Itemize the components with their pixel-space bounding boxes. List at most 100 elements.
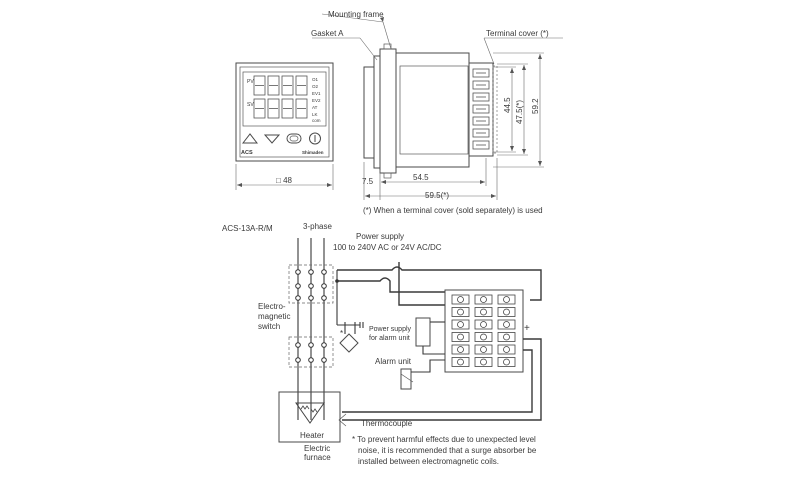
terminal-screw-0-2 (457, 321, 464, 328)
contact-1-1 (308, 283, 314, 289)
terminal-2-3 (497, 332, 516, 342)
terminal-screw-2-4 (503, 346, 510, 353)
thermocouple-wire-minus (342, 349, 533, 413)
mode-key-icon (286, 133, 302, 144)
indicator-ev1: EV1 (312, 91, 321, 96)
mounting-frame-label: Mounting frame (328, 10, 384, 19)
surge-asterisk: * (340, 329, 343, 338)
side-terminal-5 (472, 128, 490, 138)
power-spec-label: 100 to 240V AC or 24V AC/DC (333, 243, 442, 252)
controller-terminal-block (444, 289, 524, 373)
terminal-screw-0-5 (457, 358, 464, 366)
mounting-frame-leader (382, 21, 392, 50)
contact-2-2 (321, 295, 327, 301)
contact-1-2 (308, 295, 314, 301)
depth-label: 54.5 (413, 173, 429, 182)
alarm-power-label-2: for alarm unit (369, 335, 410, 342)
terminal-screw-2-2 (503, 321, 510, 328)
alarm-unit-wire (411, 359, 445, 373)
contact-1-4 (308, 357, 314, 363)
digit-0-0 (253, 75, 266, 96)
digit-0-3 (295, 75, 308, 96)
alarm-unit-label: Alarm unit (375, 357, 412, 366)
note-line-3: installed between electromagnetic coils. (358, 457, 499, 466)
digit-0-2 (281, 75, 294, 96)
terminal-cover-outline (492, 65, 498, 154)
contact-0-0 (295, 269, 301, 275)
terminal-screw-0-0 (457, 296, 464, 303)
terminal-screws-side (472, 68, 490, 150)
terminal-1-5 (474, 357, 493, 367)
gasket-label: Gasket A (311, 29, 344, 38)
terminal-2-4 (497, 344, 516, 355)
side-terminal-1 (472, 80, 490, 90)
terminal-2-0 (497, 294, 516, 305)
furnace-label-1: Electric (304, 444, 330, 453)
total-depth-label: 59.5(*) (425, 191, 449, 200)
contactor-1 (288, 264, 334, 304)
terminal-screw-1-3 (480, 333, 487, 341)
terminal-screw-1-1 (480, 308, 487, 316)
power-junction (335, 279, 339, 283)
indicator-ev2: EV2 (312, 98, 321, 103)
alarm-power-wire (422, 346, 445, 355)
heater-zigzag (300, 405, 318, 413)
furnace-label-2: furnace (304, 453, 331, 462)
contact-0-1 (295, 283, 301, 289)
heater-triangle (295, 402, 325, 424)
indicator-lk: LK (312, 112, 318, 117)
terminal-screw-0-3 (457, 333, 464, 341)
terminal-screw-1-2 (480, 321, 487, 328)
contact-2-1 (321, 283, 327, 289)
contact-2-4 (321, 357, 327, 363)
terminal-0-0 (451, 294, 470, 305)
alarm-power-box (415, 317, 431, 347)
frame-hook-top (383, 43, 392, 50)
digit-1-1 (267, 98, 280, 119)
capacitor-icon (359, 322, 364, 328)
digit-0-1 (267, 75, 280, 96)
three-phase-label: 3-phase (303, 222, 332, 231)
side-terminal-6 (472, 140, 490, 150)
terminal-1-1 (474, 307, 493, 317)
side-view: 54.5 7.5 59.5(*) 44.5 47.5(*) 59.2 Mount… (311, 10, 563, 215)
height-44-5-label: 44.5 (503, 97, 512, 113)
up-arrow-icon (241, 133, 259, 144)
contactor-contacts (295, 269, 327, 363)
mounting-frame-leader-tail (321, 13, 384, 23)
model-label: ACS-13A-R/M (222, 224, 273, 233)
terminal-screw-0-4 (457, 346, 464, 353)
thermocouple-tip (338, 413, 347, 427)
height-47-5-label: 47.5(*) (515, 100, 524, 124)
terminal-0-4 (451, 344, 470, 355)
side-bezel (363, 66, 375, 159)
gasket-a (373, 55, 381, 169)
terminal-screw-2-5 (503, 358, 510, 366)
terminal-screw-1-0 (480, 296, 487, 303)
side-terminal-0 (472, 68, 490, 78)
bezel-depth-label: 7.5 (362, 177, 374, 186)
power-wire-mid (337, 277, 445, 293)
surge-absorber-icon (339, 333, 359, 353)
dimension-footnote: (*) When a terminal cover (sold separate… (363, 206, 543, 215)
em-switch-label-2: magnetic (258, 312, 290, 321)
terminal-2-5 (497, 357, 516, 367)
thermocouple-label: Thermocouple (361, 419, 413, 428)
terminal-1-4 (474, 344, 493, 355)
indicator-o1: O1 (312, 77, 319, 82)
frame-hook-bottom (383, 172, 392, 179)
contact-2-0 (321, 269, 327, 275)
side-terminal-4 (472, 116, 490, 126)
terminal-screw-1-4 (480, 346, 487, 353)
front-bezel (235, 62, 334, 162)
front-width-label: □ 48 (276, 176, 293, 185)
controller-terminals (451, 294, 516, 367)
indicator-at: AT (312, 105, 318, 110)
gasket-leader (359, 37, 378, 61)
digit-1-3 (295, 98, 308, 119)
em-switch-label-3: switch (258, 322, 280, 331)
power-supply-label: Power supply (356, 232, 404, 241)
terminal-cover-label: Terminal cover (*) (486, 29, 549, 38)
